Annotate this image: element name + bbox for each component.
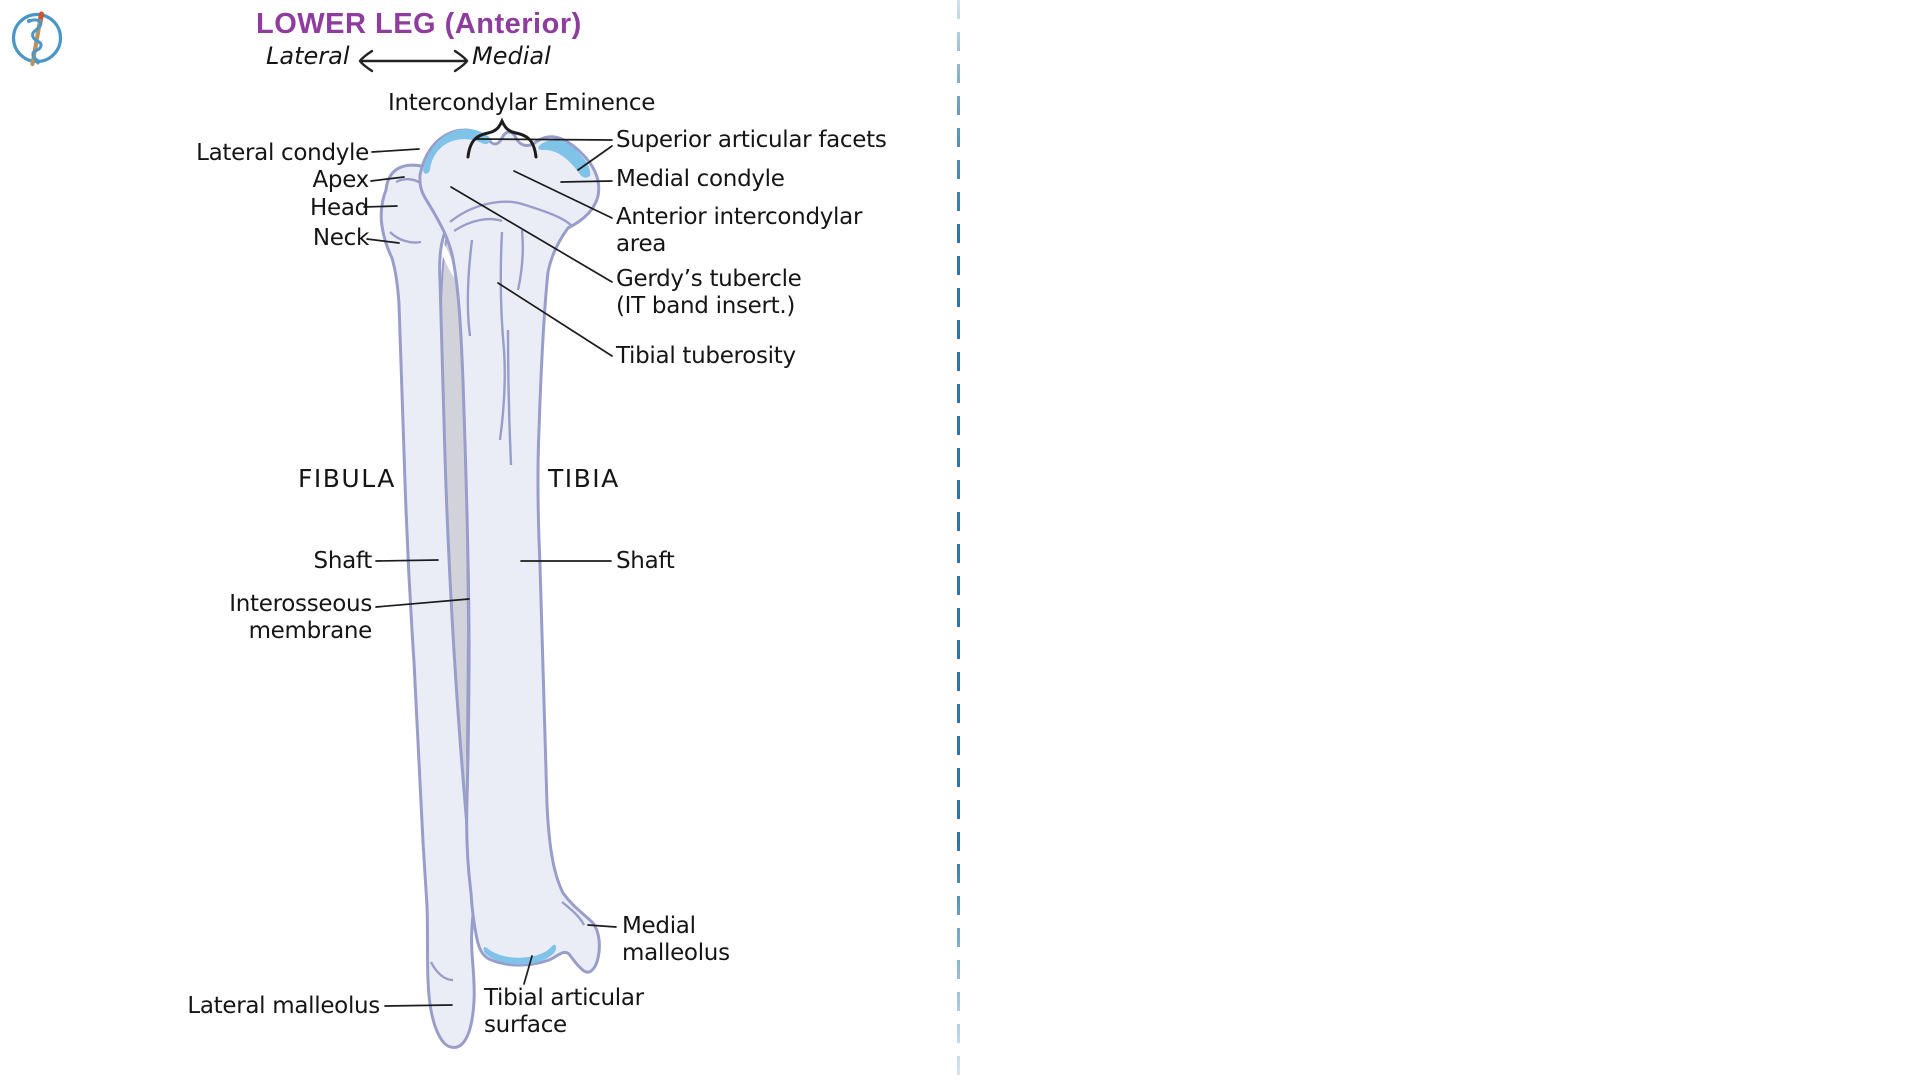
page-title: LOWER LEG (Anterior) — [256, 8, 582, 40]
label-shaft-tibia: Shaft — [616, 548, 675, 574]
label-superior-articular-facets: Superior articular facets — [616, 127, 887, 153]
articular-facet-highlights — [423, 129, 591, 965]
label-anterior-intercondylar-area: Anterior intercondylar area — [616, 204, 863, 257]
label-head: Head — [310, 195, 369, 221]
lateral-medial-arrow — [358, 49, 469, 73]
label-medial-condyle: Medial condyle — [616, 166, 785, 192]
fibula-shape — [379, 163, 476, 1049]
rod-of-asclepius-logo — [11, 11, 63, 67]
label-gerdys-tubercle: Gerdy’s tubercle (IT band insert.) — [616, 266, 802, 319]
bone-name-fibula: FIBULA — [298, 464, 396, 493]
label-interosseous-membrane: Interosseous membrane — [229, 591, 372, 644]
label-lateral-malleolus: Lateral malleolus — [187, 993, 380, 1019]
dashed-separator-line — [957, 0, 960, 1081]
bone-name-tibia: TIBIA — [548, 464, 620, 493]
label-lateral-condyle: Lateral condyle — [196, 140, 369, 166]
leader-lines — [363, 138, 617, 1007]
label-medial-malleolus: Medial malleolus — [622, 913, 730, 966]
label-tibial-articular-surface: Tibial articular surface — [484, 985, 644, 1038]
label-neck: Neck — [312, 225, 369, 251]
label-tibial-tuberosity: Tibial tuberosity — [616, 343, 796, 369]
eminence-brace — [466, 117, 538, 159]
orientation-medial: Medial — [472, 42, 551, 70]
label-intercondylar-eminence: Intercondylar Eminence — [388, 90, 656, 116]
label-apex: Apex — [312, 167, 370, 193]
tibia-shape — [418, 128, 601, 974]
orientation-lateral: Lateral — [266, 42, 350, 70]
tibia-surface-details — [449, 200, 586, 926]
label-shaft-fibula: Shaft — [313, 548, 373, 574]
